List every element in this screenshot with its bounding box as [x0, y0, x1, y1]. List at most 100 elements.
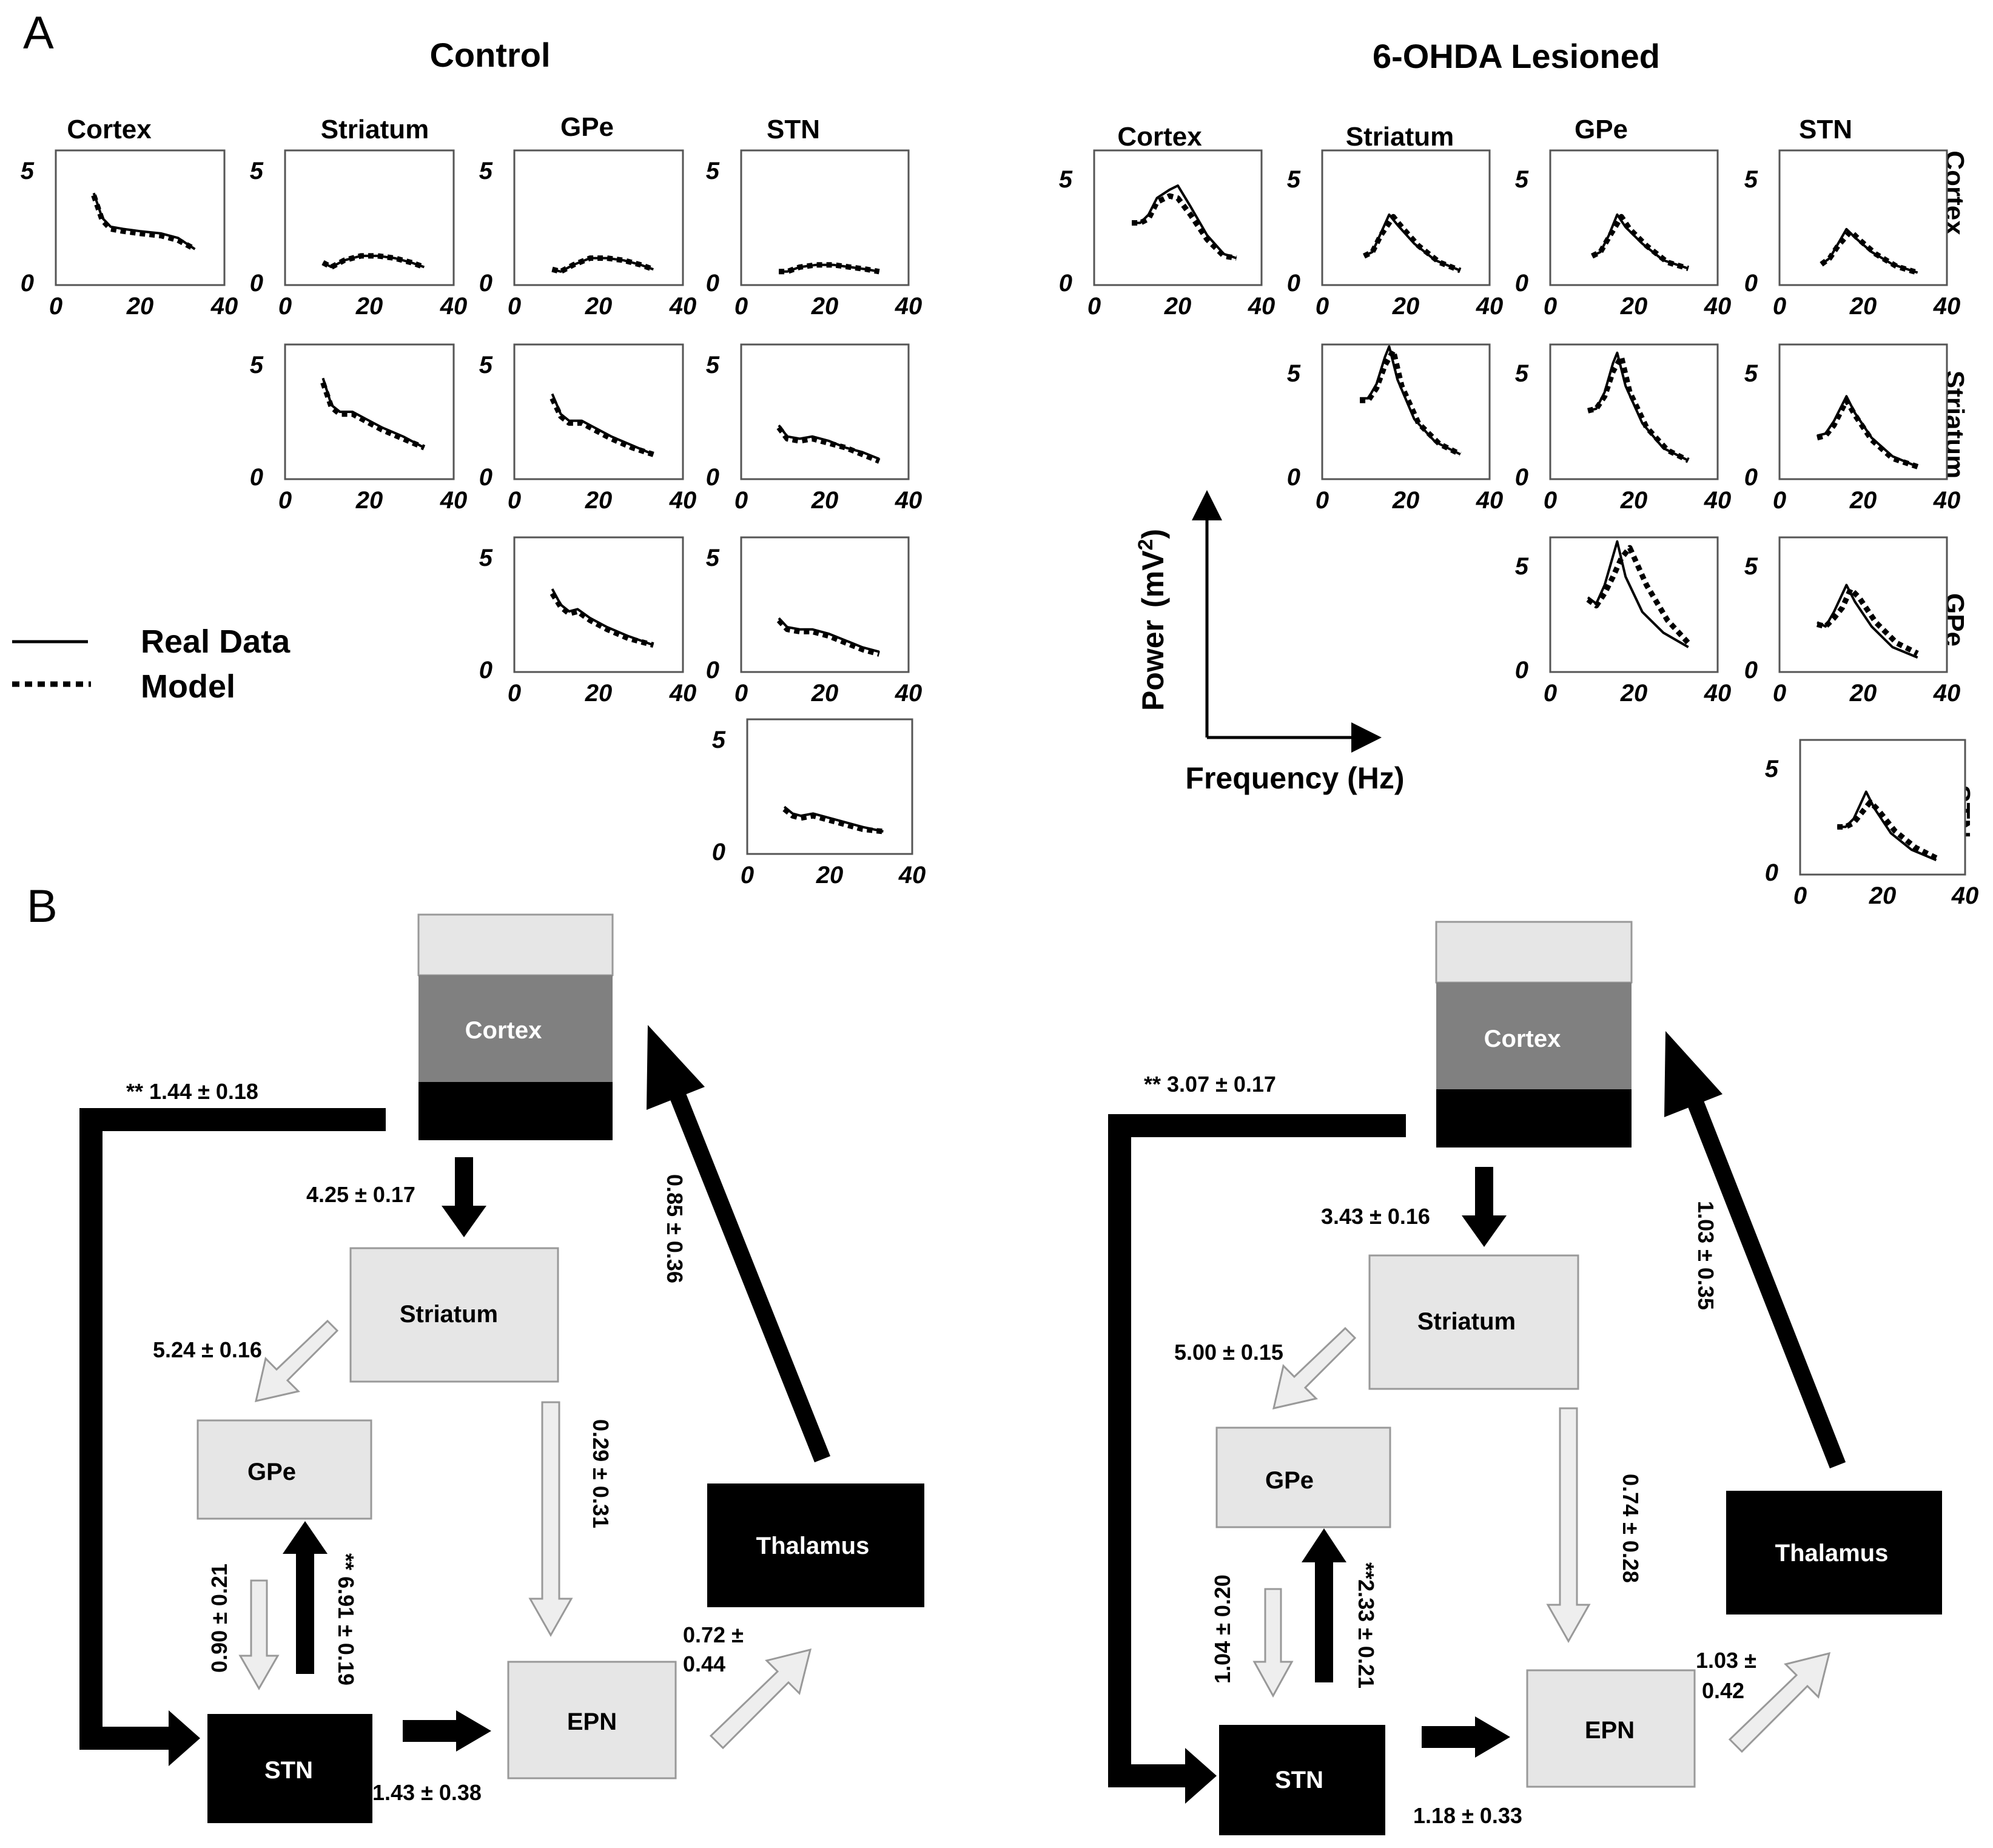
ytick-lesioned-cortex-stn-5: 5	[1744, 166, 1758, 193]
ytick-lesioned-cortex-cortex-0: 0	[1059, 270, 1072, 297]
xtick-lesioned-striatum-gpe-40: 40	[1704, 487, 1732, 514]
control-label-stn-gpe: ** 6.91 ± 0.19	[334, 1553, 358, 1685]
control-label-striatum-gpe: 5.24 ± 0.16	[153, 1337, 262, 1362]
xtick-lesioned-gpe-gpe-40: 40	[1704, 680, 1732, 707]
ytick-lesioned-cortex-stn-0: 0	[1744, 270, 1758, 297]
xtick-lesioned-gpe-stn-0: 0	[1773, 680, 1786, 707]
real-line-control-striatum-striatum	[321, 377, 425, 449]
lesioned-edge-stn-epn-head	[1475, 1716, 1510, 1758]
ytick-lesioned-gpe-stn-0: 0	[1744, 657, 1758, 684]
control-node-cortex: Cortex	[465, 1017, 542, 1044]
ytick-lesioned-striatum-stn-0: 0	[1744, 464, 1758, 491]
xtick-control-cortex-cortex-0: 0	[49, 293, 62, 320]
ytick-lesioned-gpe-stn-5: 5	[1744, 553, 1758, 580]
xtick-lesioned-striatum-stn-40: 40	[1933, 487, 1961, 514]
plot-frame-control-cortex-stn	[740, 149, 910, 286]
panel-a-letter: A	[23, 7, 54, 59]
real-line-control-cortex-gpe	[551, 257, 654, 273]
plot-frame-control-striatum-stn	[740, 343, 910, 480]
ytick-control-striatum-stn-5: 5	[706, 352, 720, 378]
xtick-control-gpe-gpe-20: 20	[585, 680, 613, 707]
lesioned-label-epn-thalamus-2: 0.42	[1702, 1678, 1744, 1703]
plot-frame-lesioned-striatum-stn	[1778, 343, 1948, 480]
xtick-lesioned-cortex-stn-20: 20	[1849, 293, 1877, 320]
control-cortex-bottom-layer	[418, 1082, 613, 1140]
xtick-control-gpe-stn-40: 40	[895, 680, 923, 707]
plot-frame-control-cortex-gpe	[513, 149, 684, 286]
plot-frame-control-striatum-gpe	[513, 343, 684, 480]
xtick-lesioned-striatum-gpe-20: 20	[1620, 487, 1648, 514]
control-edge-cortex-stn-head	[169, 1710, 200, 1766]
xtick-control-cortex-stn-20: 20	[811, 293, 839, 320]
model-line-control-stn-stn	[782, 807, 884, 835]
ytick-lesioned-stn-stn-0: 0	[1765, 859, 1778, 886]
lesioned-title: 6-OHDA Lesioned	[1373, 37, 1660, 75]
real-line-lesioned-striatum-striatum	[1360, 345, 1461, 455]
lesioned-edge-cortex-striatum-head	[1462, 1215, 1507, 1247]
control-cortex-top-layer	[417, 913, 614, 976]
control-edge-epn-thalamus	[709, 1648, 812, 1750]
lesioned-edge-gpe-stn	[1252, 1588, 1294, 1698]
xtick-control-cortex-gpe-20: 20	[585, 293, 613, 320]
lesioned-edge-striatum-gpe	[1272, 1326, 1357, 1410]
plot-frame-control-gpe-stn	[740, 536, 910, 673]
legend-real-label: Real Data	[141, 623, 291, 660]
model-line-lesioned-striatum-stn	[1817, 397, 1919, 469]
control-node-epn: EPN	[567, 1709, 617, 1735]
xtick-control-cortex-gpe-40: 40	[669, 293, 697, 320]
xtick-control-striatum-gpe-0: 0	[508, 487, 521, 514]
legend-model-label: Model	[141, 668, 235, 705]
xtick-control-striatum-gpe-20: 20	[585, 487, 613, 514]
xtick-lesioned-stn-stn-0: 0	[1793, 882, 1807, 909]
lesioned-edge-cortex-stn	[1108, 1114, 1406, 1787]
real-line-control-cortex-cortex	[92, 192, 196, 250]
xtick-control-cortex-gpe-0: 0	[508, 293, 521, 320]
model-line-control-striatum-stn	[776, 426, 881, 464]
xtick-lesioned-striatum-gpe-0: 0	[1544, 487, 1557, 514]
axis-hint-y-power: Power	[1136, 620, 1170, 711]
real-line-control-striatum-stn	[778, 425, 880, 460]
plot-frame-control-gpe-gpe	[513, 536, 684, 673]
ytick-lesioned-cortex-striatum-5: 5	[1287, 166, 1301, 193]
control-node-epn-box	[507, 1661, 677, 1779]
plot-frame-control-cortex-striatum	[284, 149, 455, 286]
ytick-control-striatum-stn-0: 0	[706, 464, 719, 491]
lesioned-edge-thalamus-cortex-head	[1664, 1031, 1722, 1117]
model-line-lesioned-cortex-cortex	[1132, 193, 1237, 261]
ytick-lesioned-striatum-striatum-5: 5	[1287, 360, 1301, 387]
model-line-lesioned-striatum-striatum	[1360, 348, 1462, 457]
ytick-control-striatum-gpe-0: 0	[479, 464, 492, 491]
lesioned-label-striatum-gpe: 5.00 ± 0.15	[1174, 1340, 1283, 1365]
control-edge-stn-gpe-head	[283, 1521, 328, 1554]
real-line-lesioned-gpe-stn	[1817, 583, 1918, 659]
lesioned-label-gpe-stn: 1.04 ± 0.20	[1210, 1574, 1235, 1684]
axis-hint-y-label: Power(mV2)	[1134, 529, 1170, 711]
ytick-lesioned-striatum-gpe-5: 5	[1515, 360, 1529, 387]
axis-hint-x-label: Frequency (Hz)	[1185, 761, 1404, 795]
control-label-gpe-stn: 0.90 ± 0.21	[207, 1564, 232, 1673]
lesioned-edge-striatum-epn	[1546, 1407, 1591, 1644]
control-edge-cortex-stn	[79, 1108, 386, 1750]
ytick-control-cortex-cortex-5: 5	[21, 158, 35, 184]
xtick-lesioned-cortex-gpe-40: 40	[1704, 293, 1732, 320]
plot-frame-lesioned-striatum-striatum	[1321, 343, 1491, 480]
plot-frame-control-stn-stn	[746, 718, 913, 855]
control-edge-gpe-stn	[238, 1579, 280, 1691]
xtick-lesioned-cortex-striatum-20: 20	[1392, 293, 1420, 320]
xtick-control-stn-stn-20: 20	[816, 862, 844, 889]
lesioned-label-cortex-striatum: 3.43 ± 0.16	[1321, 1204, 1430, 1229]
xtick-control-striatum-stn-0: 0	[734, 487, 748, 514]
model-line-control-gpe-stn	[776, 618, 880, 657]
lesioned-col-label-striatum: Striatum	[1346, 122, 1454, 152]
lesioned-label-cortex-stn: ** 3.07 ± 0.17	[1144, 1072, 1276, 1097]
lesioned-edge-epn-thalamus	[1728, 1651, 1831, 1753]
xtick-lesioned-cortex-striatum-0: 0	[1316, 293, 1329, 320]
model-line-control-cortex-cortex	[91, 194, 197, 252]
lesioned-edge-thalamus-cortex	[1687, 1100, 1846, 1469]
